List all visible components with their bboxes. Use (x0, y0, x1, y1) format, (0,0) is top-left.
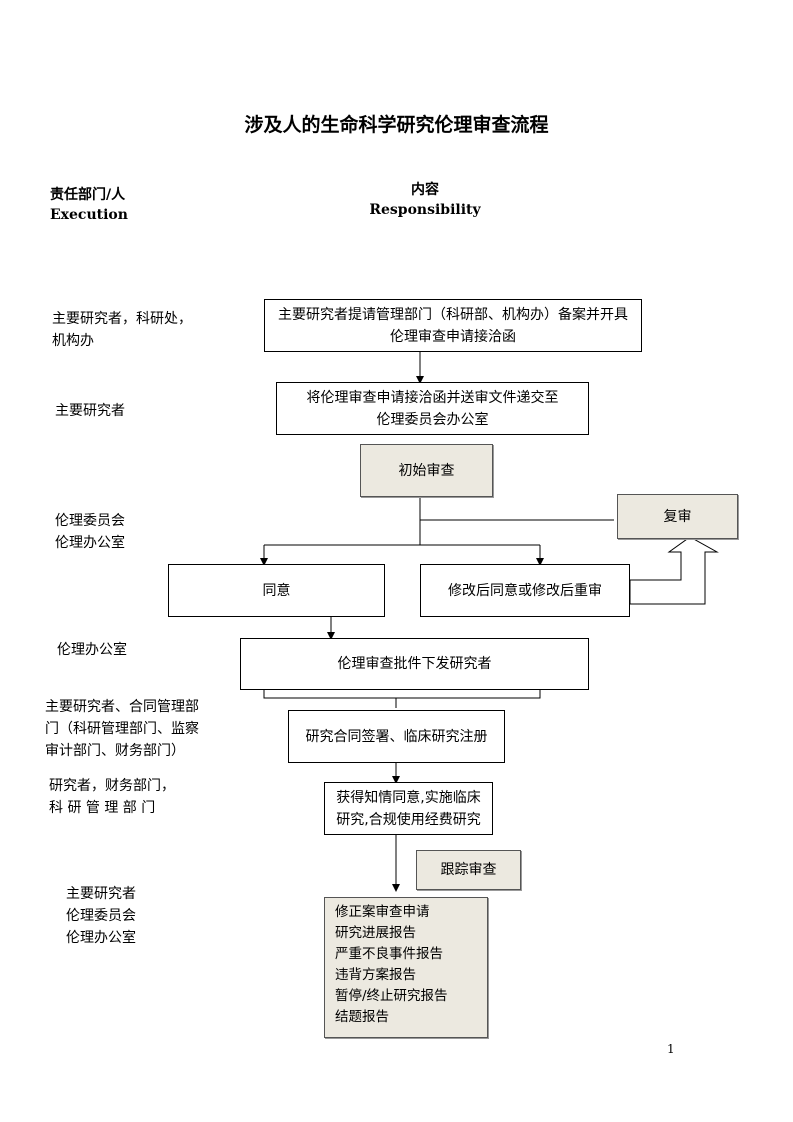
report-item: 研究进展报告 (335, 925, 416, 941)
label-line: 研究者，财务部门， (49, 778, 175, 794)
box-re-review: 复审 (617, 494, 738, 539)
box-submission: 将伦理审查申请接洽函并送审文件递交至 伦理委员会办公室 (276, 382, 589, 435)
dept-header: 责任部门/人 Execution (50, 185, 128, 225)
box-tracking-review: 跟踪审查 (416, 850, 521, 890)
box-text: 伦理审查申请接洽函 (390, 328, 516, 345)
label-line: 科 研 管 理 部 门 (49, 800, 156, 816)
box-text: 伦理委员会办公室 (376, 411, 489, 428)
report-item: 结题报告 (335, 1009, 389, 1025)
box-registration: 主要研究者提请管理部门（科研部、机构办）备案并开具 伦理审查申请接洽函 (264, 299, 642, 352)
label-line: 伦理委员会 (66, 908, 136, 924)
report-item: 违背方案报告 (335, 967, 416, 983)
label-researcher-finance: 研究者，财务部门， 科 研 管 理 部 门 (49, 775, 175, 819)
report-item: 修正案审查申请 (335, 904, 430, 920)
label-line: 机构办 (52, 333, 94, 349)
page-title: 涉及人的生命科学研究伦理审查流程 (244, 114, 549, 136)
label-contract-depts: 主要研究者、合同管理部 门（科研管理部门、监察 审计部门、财务部门） (45, 696, 199, 762)
page-number: 1 (667, 1042, 675, 1056)
resubmit-block-arrow (629, 536, 719, 605)
box-text: 获得知情同意,实施临床 (336, 789, 481, 806)
label-line: 主要研究者 (66, 886, 136, 902)
content-header: 内容 Responsibility (330, 180, 520, 220)
box-report-types: 修正案审查申请 研究进展报告 严重不良事件报告 违背方案报告 暂停/终止研究报告… (324, 897, 488, 1038)
label-line: 主要研究者、合同管理部 (45, 699, 199, 715)
box-text: 研究,合规使用经费研究 (336, 811, 481, 828)
label-ethics-committee: 伦理委员会 伦理办公室 (55, 510, 125, 554)
dept-header-en: Execution (50, 207, 128, 223)
label-line: 门（科研管理部门、监察 (45, 721, 199, 737)
label-tracking-parties: 主要研究者 伦理委员会 伦理办公室 (66, 883, 136, 949)
label-pi-research-office: 主要研究者，科研处， 机构办 (52, 308, 192, 352)
approval-bracket (263, 689, 541, 699)
box-initial-review: 初始审查 (360, 444, 493, 497)
box-approval: 伦理审查批件下发研究者 (240, 638, 589, 690)
label-line: 伦理办公室 (66, 930, 136, 946)
content-header-cn: 内容 (411, 182, 439, 198)
report-item: 严重不良事件报告 (335, 946, 443, 962)
label-line: 审计部门、财务部门） (45, 743, 185, 759)
label-line: 伦理办公室 (55, 535, 125, 551)
box-modify: 修改后同意或修改后重审 (420, 564, 630, 617)
report-item: 暂停/终止研究报告 (335, 988, 448, 1004)
box-agree: 同意 (168, 564, 385, 617)
label-line: 主要研究者，科研处， (52, 311, 192, 327)
label-pi: 主要研究者 (55, 403, 125, 419)
dept-header-cn: 责任部门/人 (50, 187, 126, 203)
box-informed-consent: 获得知情同意,实施临床 研究,合规使用经费研究 (324, 782, 493, 835)
box-contract: 研究合同签署、临床研究注册 (288, 710, 505, 763)
label-line: 伦理委员会 (55, 513, 125, 529)
box-text: 主要研究者提请管理部门（科研部、机构办）备案并开具 (278, 306, 628, 323)
label-ethics-office: 伦理办公室 (57, 642, 127, 658)
content-header-en: Responsibility (369, 202, 481, 218)
box-text: 将伦理审查申请接洽函并送审文件递交至 (306, 389, 559, 406)
